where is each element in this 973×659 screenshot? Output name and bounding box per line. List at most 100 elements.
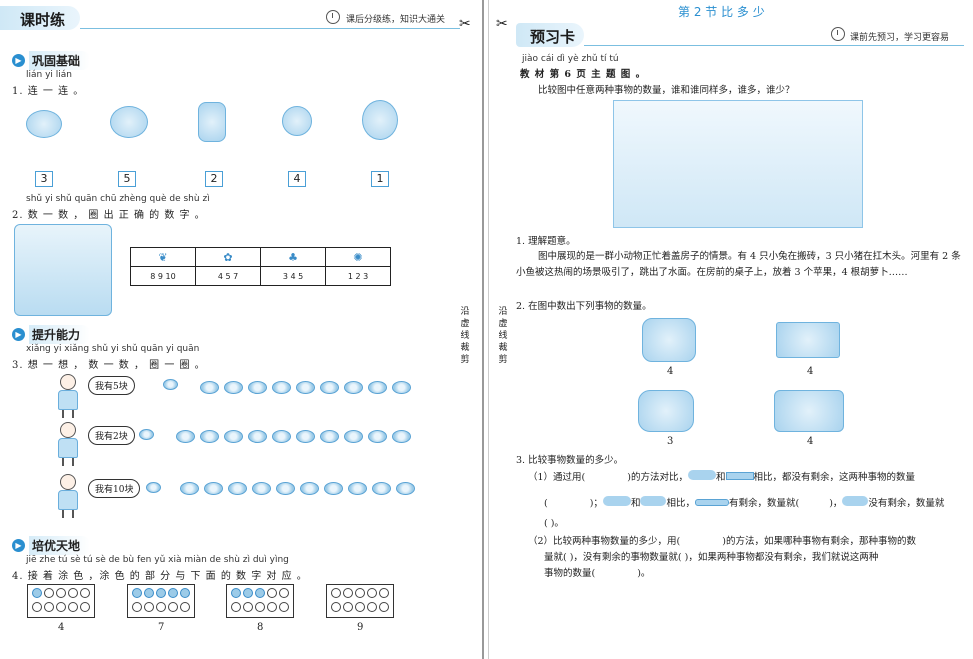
frame-circle[interactable] (56, 602, 66, 612)
p3-1d: 相比，都没有剩余，这两种事物的数量 (753, 472, 916, 483)
right-cut-label: 沿虚线裁剪 (498, 307, 508, 365)
frame-circle[interactable] (367, 588, 377, 598)
frame-circle[interactable] (379, 588, 389, 598)
frame-circle[interactable] (279, 602, 289, 612)
cookie-icon[interactable] (348, 482, 367, 495)
frame-circle[interactable] (331, 602, 341, 612)
cookie-icon[interactable] (200, 430, 219, 443)
p3-1a: （1）通过用( (528, 472, 586, 483)
frame-circle[interactable] (279, 588, 289, 598)
ten-frame-2[interactable] (127, 584, 195, 618)
p1-body: 图中展现的是一群小动物正忙着盖房子的情景。有 4 只小兔在搬砖，3 只小猪在扛木… (516, 251, 961, 278)
cookie-icon[interactable] (204, 482, 223, 495)
cookie-icon[interactable] (344, 381, 363, 394)
frame-circle[interactable] (343, 602, 353, 612)
frame-circle[interactable] (355, 588, 365, 598)
frame-circle[interactable] (32, 588, 42, 598)
frame-circle[interactable] (180, 588, 190, 598)
cookie-icon[interactable] (248, 381, 267, 394)
q1-number-3[interactable]: 2 (205, 171, 223, 187)
cookie-icon[interactable] (392, 430, 411, 443)
q3-bubble-2: 我有2块 (88, 426, 135, 445)
cookie-icon[interactable] (180, 482, 199, 495)
frame-circle[interactable] (231, 602, 241, 612)
frame-circle[interactable] (68, 602, 78, 612)
frame-circle[interactable] (243, 588, 253, 598)
frame-circle[interactable] (132, 602, 142, 612)
frame-circle[interactable] (331, 588, 341, 598)
cookie-icon[interactable] (396, 482, 415, 495)
frame-circle[interactable] (267, 588, 277, 598)
cookie-icon[interactable] (200, 381, 219, 394)
frame-circle[interactable] (44, 602, 54, 612)
girl-figure (54, 374, 82, 420)
frame-circle[interactable] (156, 588, 166, 598)
p3-2c: 量就( )，没有剩余的事物数量就( )，如果两种事物都没有剩余，我们就说这两种 (544, 552, 879, 563)
cookie-icon[interactable] (320, 381, 339, 394)
p3-line-1: （1）通过用()的方法对比，和相比，都没有剩余，这两种事物的数量 (528, 470, 915, 486)
cookie-icon[interactable] (224, 430, 243, 443)
girl-figure (54, 422, 82, 468)
frame-circle[interactable] (355, 602, 365, 612)
q2-cell-4[interactable]: 1 2 3 (325, 266, 391, 286)
cookie-icon[interactable] (224, 381, 243, 394)
frame-circle[interactable] (144, 602, 154, 612)
cookie-icon[interactable] (368, 381, 387, 394)
cookie-icon[interactable] (320, 430, 339, 443)
q2-cell-1[interactable]: 8 9 10 (130, 266, 196, 286)
q2-cell-2[interactable]: 4 5 7 (195, 266, 261, 286)
frame-circle[interactable] (180, 602, 190, 612)
q2-cell-3[interactable]: 3 4 5 (260, 266, 326, 286)
cookie-icon[interactable] (248, 430, 267, 443)
tree-icon: ♣ (260, 247, 326, 267)
frame-circle[interactable] (80, 588, 90, 598)
left-banner-title: 课时练 (20, 11, 66, 29)
cookie-icon[interactable] (228, 482, 247, 495)
cookie-icon[interactable] (392, 381, 411, 394)
q3-text: 3. 想 一 想 ， 数 一 数 ， 圈 一 圈 。 (12, 360, 206, 371)
frame-circle[interactable] (80, 602, 90, 612)
frame-circle[interactable] (255, 602, 265, 612)
ten-frame-4[interactable] (326, 584, 394, 618)
cookie-icon[interactable] (296, 430, 315, 443)
frame-circle[interactable] (367, 602, 377, 612)
frame-circle[interactable] (168, 588, 178, 598)
pigs-icon (638, 390, 694, 432)
frame-circle[interactable] (379, 602, 389, 612)
frame-circle[interactable] (243, 602, 253, 612)
cookie-icon[interactable] (368, 430, 387, 443)
cookie-icon[interactable] (272, 381, 291, 394)
frame-circle[interactable] (132, 588, 142, 598)
frame-circle[interactable] (156, 602, 166, 612)
frame-circle[interactable] (32, 602, 42, 612)
frame-circle[interactable] (267, 602, 277, 612)
cookie-icon[interactable] (252, 482, 271, 495)
frame-circle[interactable] (343, 588, 353, 598)
cookie-icon[interactable] (300, 482, 319, 495)
cookie-icon[interactable] (372, 482, 391, 495)
q1-number-1[interactable]: 3 (35, 171, 53, 187)
p3-1l[interactable]: ( )。 (544, 518, 564, 529)
frame-circle[interactable] (56, 588, 66, 598)
cookie-icon[interactable] (344, 430, 363, 443)
cookie-icon[interactable] (296, 381, 315, 394)
ten-frame-1[interactable] (27, 584, 95, 618)
frame-circle[interactable] (144, 588, 154, 598)
q1-number-2[interactable]: 5 (118, 171, 136, 187)
cookie-icon[interactable] (324, 482, 343, 495)
cookie-icon[interactable] (176, 430, 195, 443)
ten-frame-3[interactable] (226, 584, 294, 618)
cookie-icon[interactable] (276, 482, 295, 495)
frame-circle[interactable] (44, 588, 54, 598)
frame-circle[interactable] (255, 588, 265, 598)
cookie-icon (146, 482, 161, 493)
q1-number-4[interactable]: 4 (288, 171, 306, 187)
frame-circle[interactable] (68, 588, 78, 598)
pig-small-icon (842, 496, 869, 506)
q1-number-5[interactable]: 1 (371, 171, 389, 187)
frame-circle[interactable] (168, 602, 178, 612)
cookie-icon[interactable] (272, 430, 291, 443)
p3-1b: )的方法对比， (627, 472, 688, 483)
p3-line-3: （2）比较两种事物数量的多少，用()的方法，如果哪种事物有剩余，那种事物的数 (528, 534, 916, 550)
frame-circle[interactable] (231, 588, 241, 598)
